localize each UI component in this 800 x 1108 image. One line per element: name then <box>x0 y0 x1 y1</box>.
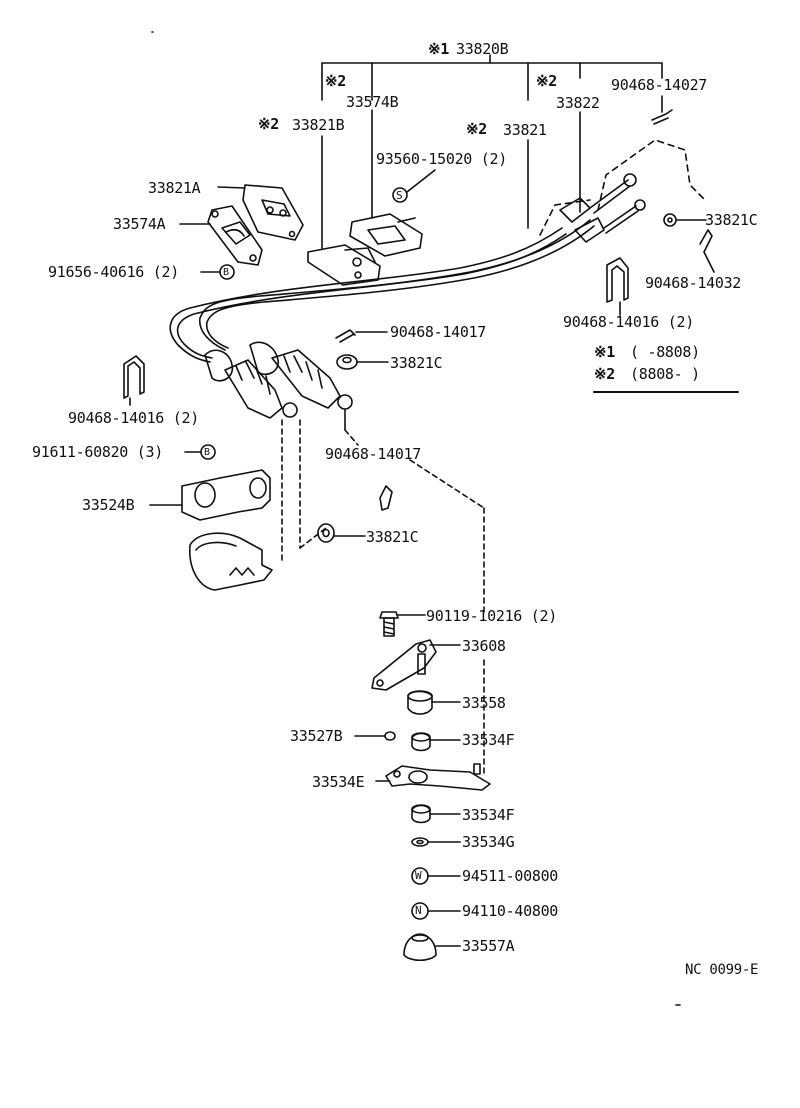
clip-90468-14017-b-drawing <box>379 485 393 511</box>
label-33534F-a: 33534F <box>462 731 515 749</box>
bolt-90119-drawing <box>379 611 426 637</box>
label-90119-10216: 90119-10216 (2) <box>426 607 557 625</box>
clip-90468-14017-a-drawing <box>335 329 388 343</box>
label-33821: 33821 <box>503 121 547 139</box>
bracket-33821A-drawing <box>217 184 304 241</box>
symbol-W-leader <box>411 867 461 885</box>
symbol-N: N <box>415 904 422 917</box>
dashed-outline <box>539 139 706 236</box>
clip-90468-14016-right-drawing <box>606 257 629 316</box>
label-33608: 33608 <box>462 637 506 655</box>
label-91611-60820: 91611-60820 (3) <box>32 443 163 461</box>
label-33820B: 33820B <box>456 40 509 58</box>
clip-90468-14032-drawing <box>699 229 715 273</box>
label-33557A: 33557A <box>462 937 515 955</box>
legend-range-1: ( -8808) <box>630 343 700 361</box>
bracket-33524B-drawing <box>149 469 271 521</box>
mark-2-33821: ※2 <box>466 120 487 138</box>
label-33822: 33822 <box>556 94 600 112</box>
label-94110-40800: 94110-40800 <box>462 902 559 920</box>
washer-33821C-low-drawing <box>317 523 366 543</box>
legend-range-2: (8808- ) <box>630 365 700 383</box>
label-90468-14017-b: 90468-14017 <box>325 445 422 463</box>
label-33821B: 33821B <box>292 116 345 134</box>
label-93560-15020: 93560-15020 (2) <box>376 150 507 168</box>
bushing-33534F-a-drawing <box>411 732 461 752</box>
symbol-B-top: B <box>223 267 229 278</box>
label-33524B: 33524B <box>82 496 135 514</box>
mark-2-33822: ※2 <box>536 72 557 90</box>
symbol-B-leaders <box>184 264 235 460</box>
clip-90468-14016-left-drawing <box>123 355 145 406</box>
label-33534G: 33534G <box>462 833 515 851</box>
legend-mark-1: ※1 <box>594 343 615 361</box>
bracket-33574B-drawing <box>349 213 423 257</box>
bushing-33534F-b-drawing <box>411 804 461 824</box>
legend-mark-2: ※2 <box>594 365 615 383</box>
label-90468-14032: 90468-14032 <box>645 274 742 292</box>
symbol-B-mid: B <box>204 447 210 458</box>
label-33534F-b: 33534F <box>462 806 515 824</box>
label-90468-14016-right: 90468-14016 (2) <box>563 313 694 331</box>
symbol-W: W <box>415 869 422 882</box>
boot-33557A-drawing <box>403 933 461 962</box>
clip-90468-14027-drawing <box>651 95 673 125</box>
label-33527B: 33527B <box>290 727 343 745</box>
leader-93560 <box>392 169 436 203</box>
label-33574A: 33574A <box>113 215 166 233</box>
symbol-N-leader <box>411 902 461 920</box>
reference-bracket-lines <box>321 54 663 249</box>
lever-33534E-drawing <box>375 763 491 791</box>
washer-33821C-top-drawing <box>663 213 707 227</box>
washer-33534G-drawing <box>411 837 461 847</box>
label-94511-00800: 94511-00800 <box>462 867 559 885</box>
dashed-leaders-lower <box>281 419 485 776</box>
label-91656-40616: 91656-40616 (2) <box>48 263 179 281</box>
label-33821C-low: 33821C <box>366 528 419 546</box>
label-33821C-mid: 33821C <box>390 354 443 372</box>
label-33821C-top: 33821C <box>705 211 758 229</box>
label-90468-14027: 90468-14027 <box>611 76 708 94</box>
washer-33821C-mid-drawing <box>336 354 389 370</box>
diagram-code: NC 0099-E <box>685 962 759 978</box>
symbol-S: S <box>396 189 403 202</box>
label-33821A: 33821A <box>148 179 201 197</box>
lever-33608-drawing <box>371 639 461 691</box>
mark-2-33574B: ※2 <box>325 72 346 90</box>
label-33534E: 33534E <box>312 773 365 791</box>
label-90468-14016-left: 90468-14016 (2) <box>68 409 199 427</box>
label-33574B: 33574B <box>346 93 399 111</box>
bushing-33558-drawing <box>407 690 461 715</box>
nut-33527B-drawing <box>354 731 396 741</box>
cable-assembly-drawing <box>169 173 646 431</box>
housing-drawing <box>189 532 273 591</box>
retainer-33574A-drawing <box>179 205 263 266</box>
bracket-33821B-drawing <box>307 244 381 286</box>
label-33558: 33558 <box>462 694 506 712</box>
label-90468-14017-a: 90468-14017 <box>390 323 487 341</box>
mark-1-top: ※1 <box>428 40 449 58</box>
mark-2-33821B: ※2 <box>258 115 279 133</box>
